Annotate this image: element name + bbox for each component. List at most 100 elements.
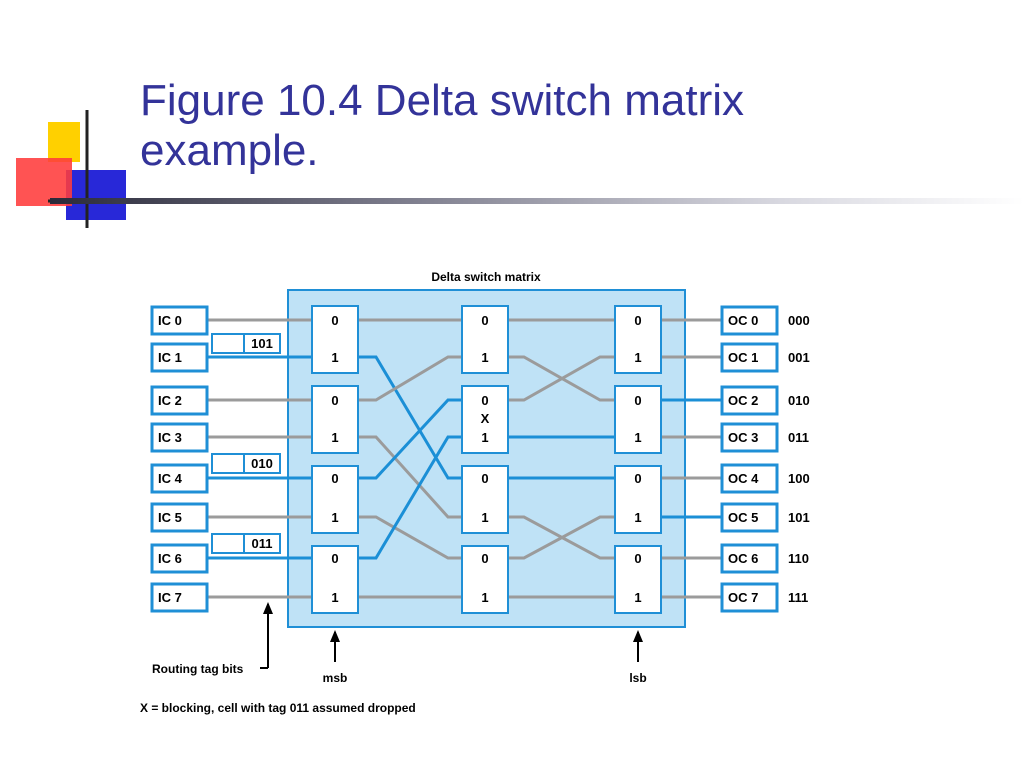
input-controller-box <box>150 305 209 336</box>
switch-element-s3-0 <box>614 305 662 374</box>
port-label: 1 <box>481 590 488 605</box>
lsb-arrowhead <box>633 630 643 642</box>
routing-tag-arrowhead <box>263 602 273 614</box>
input-controller-box <box>150 463 209 494</box>
port-label: 1 <box>481 430 488 445</box>
link-s2-2 <box>508 355 615 402</box>
msb-arrowhead <box>330 630 340 642</box>
output-controller-label: OC 3 <box>728 430 758 445</box>
stage-3-elements: 0 1 0 1 0 1 0 1 <box>614 305 662 614</box>
switch-element-s1-2 <box>311 465 359 534</box>
title-line-1: Figure 10.4 Delta switch matrix <box>140 76 744 125</box>
port-label: 1 <box>331 430 338 445</box>
input-controller-box <box>150 582 209 613</box>
port-label: 0 <box>634 551 641 566</box>
port-label: 0 <box>634 313 641 328</box>
input-controller-box <box>150 502 209 533</box>
input-controller-label: IC 1 <box>158 350 182 365</box>
routing-tag-value: 010 <box>251 456 273 471</box>
stage-2-elements: 0 1 0 X 1 0 1 0 1 <box>461 305 509 614</box>
routing-tag-box <box>243 533 281 554</box>
output-controller-label: OC 6 <box>728 551 758 566</box>
stage-1-elements: 0 1 0 1 0 1 0 1 <box>311 305 359 614</box>
msb-label: msb <box>323 671 348 685</box>
port-label: 0 <box>481 471 488 486</box>
port-label: 0 <box>331 471 338 486</box>
output-controller-box <box>720 543 779 574</box>
input-controller-box <box>150 342 209 373</box>
switch-element-s3-1 <box>614 385 662 454</box>
input-controller-label: IC 6 <box>158 551 182 566</box>
routing-tag-box <box>243 333 281 354</box>
blocking-marker: X <box>481 411 490 426</box>
output-controller-box <box>720 305 779 336</box>
port-label: 0 <box>481 393 488 408</box>
lsb-label: lsb <box>629 671 646 685</box>
switch-element-s2-1 <box>461 385 509 454</box>
switch-element-s2-0 <box>461 305 509 374</box>
port-label: 1 <box>634 590 641 605</box>
output-address: 110 <box>788 551 809 566</box>
logo-blue-square <box>66 170 126 220</box>
output-address: 011 <box>788 430 809 445</box>
routing-tag-blank <box>211 533 245 554</box>
input-controller-label: IC 2 <box>158 393 182 408</box>
switch-element-s2-3 <box>461 545 509 614</box>
output-addresses: 000 001 010 011 100 101 110 111 <box>788 313 810 605</box>
input-controller-label: IC 4 <box>158 471 183 486</box>
input-controller-box <box>150 385 209 416</box>
routing-tag-blank <box>211 453 245 474</box>
output-address: 000 <box>788 313 810 328</box>
link-s1-3 <box>358 435 462 519</box>
link-s2-6 <box>508 515 615 560</box>
slide-title: Figure 10.4 Delta switch matrix example. <box>140 76 1000 176</box>
port-label: 0 <box>481 313 488 328</box>
port-label: 0 <box>331 551 338 566</box>
port-label: 0 <box>331 313 338 328</box>
output-address: 101 <box>788 510 810 525</box>
title-rule <box>50 198 1024 204</box>
output-address: 100 <box>788 471 810 486</box>
port-label: 1 <box>481 350 488 365</box>
link-s1-6 <box>358 435 462 560</box>
output-controller-label: OC 1 <box>728 350 758 365</box>
output-controller-box <box>720 463 779 494</box>
port-label: 0 <box>481 551 488 566</box>
output-controller-box <box>720 385 779 416</box>
switch-element-s1-3 <box>311 545 359 614</box>
port-label: 1 <box>634 510 641 525</box>
port-label: 1 <box>634 430 641 445</box>
output-address: 111 <box>788 590 808 605</box>
logo-yellow-square <box>48 122 80 162</box>
input-controller-box <box>150 422 209 453</box>
port-label: 0 <box>331 393 338 408</box>
port-label: 1 <box>634 350 641 365</box>
output-controller-label: OC 0 <box>728 313 758 328</box>
output-address: 001 <box>788 350 810 365</box>
output-controller-label: OC 4 <box>728 471 759 486</box>
port-label: 0 <box>634 471 641 486</box>
link-s1-1 <box>358 355 462 480</box>
routing-tag-value: 101 <box>251 336 273 351</box>
port-label: 1 <box>331 590 338 605</box>
routing-tag-value: 011 <box>252 536 273 551</box>
output-controller-label: OC 7 <box>728 590 758 605</box>
title-line-2: example. <box>140 126 319 175</box>
input-controller-label: IC 5 <box>158 510 182 525</box>
output-controller-label: OC 2 <box>728 393 758 408</box>
input-controller-label: IC 3 <box>158 430 182 445</box>
output-address: 010 <box>788 393 810 408</box>
output-controllers: OC 0 OC 1 OC 2 OC 3 OC 4 OC 5 OC 6 OC 7 <box>720 305 779 613</box>
matrix-label: Delta switch matrix <box>431 270 541 284</box>
routing-tag-bits-label: Routing tag bits <box>152 662 244 676</box>
switch-element-s3-3 <box>614 545 662 614</box>
routing-tag-box <box>243 453 281 474</box>
input-controller-label: IC 7 <box>158 590 182 605</box>
annotations: Routing tag bits msb lsb X = blocking, c… <box>140 602 647 715</box>
output-controller-box <box>720 422 779 453</box>
switch-element-s3-2 <box>614 465 662 534</box>
input-controllers: IC 0 IC 1 IC 2 IC 3 IC 4 IC 5 IC 6 IC 7 <box>150 305 209 613</box>
routing-tags: 101 010 011 <box>211 333 281 554</box>
link-s1-2 <box>358 355 462 402</box>
